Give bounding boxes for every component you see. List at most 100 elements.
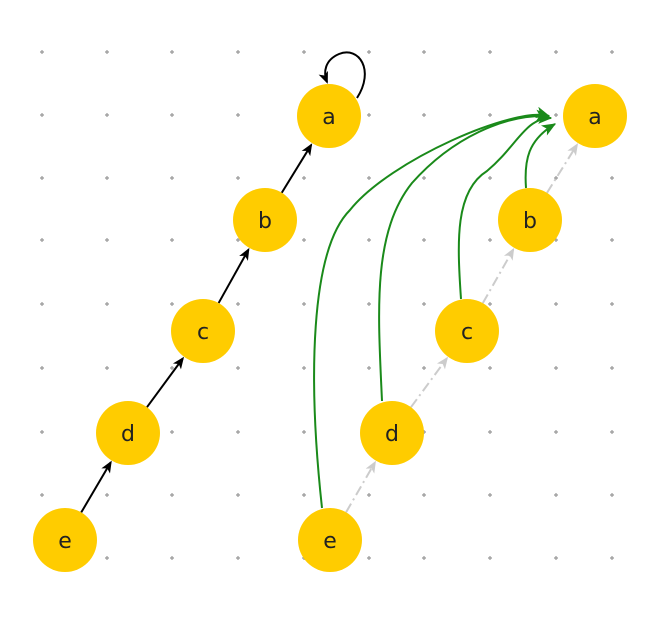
grid-dot-5-4 [367,302,371,306]
left-node-e-circle [33,508,97,572]
right-node-a: a [563,84,627,148]
grid-dot-2-4 [170,302,174,306]
right-compressed-edge-e-to-a [313,106,551,509]
grid-dot-3-2 [236,176,240,180]
left-tree-edges [80,51,366,513]
left-node-e: e [33,508,97,572]
grid-dot-7-7 [488,493,492,497]
grid-dot-0-7 [40,493,44,497]
grid-dot-2-5 [170,366,174,370]
grid-dot-3-7 [236,493,240,497]
grid-dot-1-4 [105,302,109,306]
grid-dot-4-4 [302,302,306,306]
grid-dot-9-4 [610,302,614,306]
grid-dot-7-2 [488,176,492,180]
grid-dot-0-5 [40,366,44,370]
left-edge-d-to-c [146,356,185,408]
grid-dot-2-0 [170,50,174,54]
grid-dot-0-6 [40,430,44,434]
right-node-a-circle [563,84,627,148]
grid-dot-2-6 [170,430,174,434]
left-node-b-label: b [258,209,272,234]
grid-dot-4-2 [302,176,306,180]
right-node-b-label: b [523,209,537,234]
grid-dot-1-0 [105,50,109,54]
grid-dot-3-4 [236,302,240,306]
grid-dot-2-1 [170,113,174,117]
left-edge-e-to-d [80,460,112,513]
grid-dot-5-2 [367,176,371,180]
grid-dot-4-0 [302,50,306,54]
left-node-e-label: e [58,529,72,554]
left-edge-b-to-a [280,143,313,194]
grid-dot-9-5 [610,366,614,370]
grid-dot-6-4 [422,302,426,306]
grid-dot-3-1 [236,113,240,117]
right-node-b-circle [498,188,562,252]
grid-dot-8-6 [554,430,558,434]
right-node-e-circle [298,508,362,572]
grid-dot-9-3 [610,238,614,242]
grid-dot-2-7 [170,493,174,497]
grid-dot-3-0 [236,50,240,54]
left-tree-nodes: a b c d e [33,84,361,572]
grid-dot-3-5 [236,366,240,370]
grid-dot-6-2 [422,176,426,180]
grid-dot-7-0 [488,50,492,54]
grid-dot-6-8 [422,556,426,560]
right-chain-edge-b-to-a [546,143,579,194]
left-node-a: a [297,84,361,148]
left-node-a-label: a [322,105,335,130]
left-node-b: b [233,188,297,252]
grid-dot-1-5 [105,366,109,370]
left-node-d-label: d [121,422,135,447]
grid-dot-1-2 [105,176,109,180]
grid-dot-6-7 [422,493,426,497]
grid-dot-4-3 [302,238,306,242]
grid-dot-8-1 [554,113,558,117]
grid-dot-4-5 [302,366,306,370]
right-node-e-label: e [323,529,337,554]
grid-dot-6-0 [422,50,426,54]
grid-dot-1-7 [105,493,109,497]
grid-dot-8-4 [554,302,558,306]
grid-dot-6-5 [422,366,426,370]
grid-dot-8-5 [554,366,558,370]
grid-dot-3-3 [236,238,240,242]
grid-dot-7-8 [488,556,492,560]
right-tree-edges [313,106,579,513]
grid-dot-3-6 [236,430,240,434]
right-node-b: b [498,188,562,252]
grid-dot-9-6 [610,430,614,434]
grid-dot-7-4 [488,302,492,306]
grid-dot-8-7 [554,493,558,497]
grid-dot-5-7 [367,493,371,497]
left-node-c: c [171,299,235,363]
left-edge-c-to-b [217,247,250,304]
right-node-a-label: a [588,105,601,130]
right-chain-edge-c-to-b [481,247,515,304]
right-compressed-edge-c-to-a [457,112,553,300]
right-node-c-label: c [461,320,473,345]
grid-dot-0-4 [40,302,44,306]
grid-dot-5-3 [367,238,371,242]
grid-dot-9-0 [610,50,614,54]
grid-dot-2-3 [170,238,174,242]
grid-dot-1-1 [105,113,109,117]
right-compressed-edge-d-to-a [378,109,551,402]
grid-dot-8-2 [554,176,558,180]
left-node-b-circle [233,188,297,252]
grid-dot-5-5 [367,366,371,370]
grid-dot-0-0 [40,50,44,54]
grid-dot-8-8 [554,556,558,560]
grid-dot-6-3 [422,238,426,242]
grid-dot-1-3 [105,238,109,242]
grid-dot-7-5 [488,366,492,370]
grid-dot-0-2 [40,176,44,180]
left-node-a-circle [297,84,361,148]
right-node-d: d [360,401,424,465]
grid-dot-7-6 [488,430,492,434]
grid-dot-0-1 [40,113,44,117]
grid-dot-2-8 [170,556,174,560]
